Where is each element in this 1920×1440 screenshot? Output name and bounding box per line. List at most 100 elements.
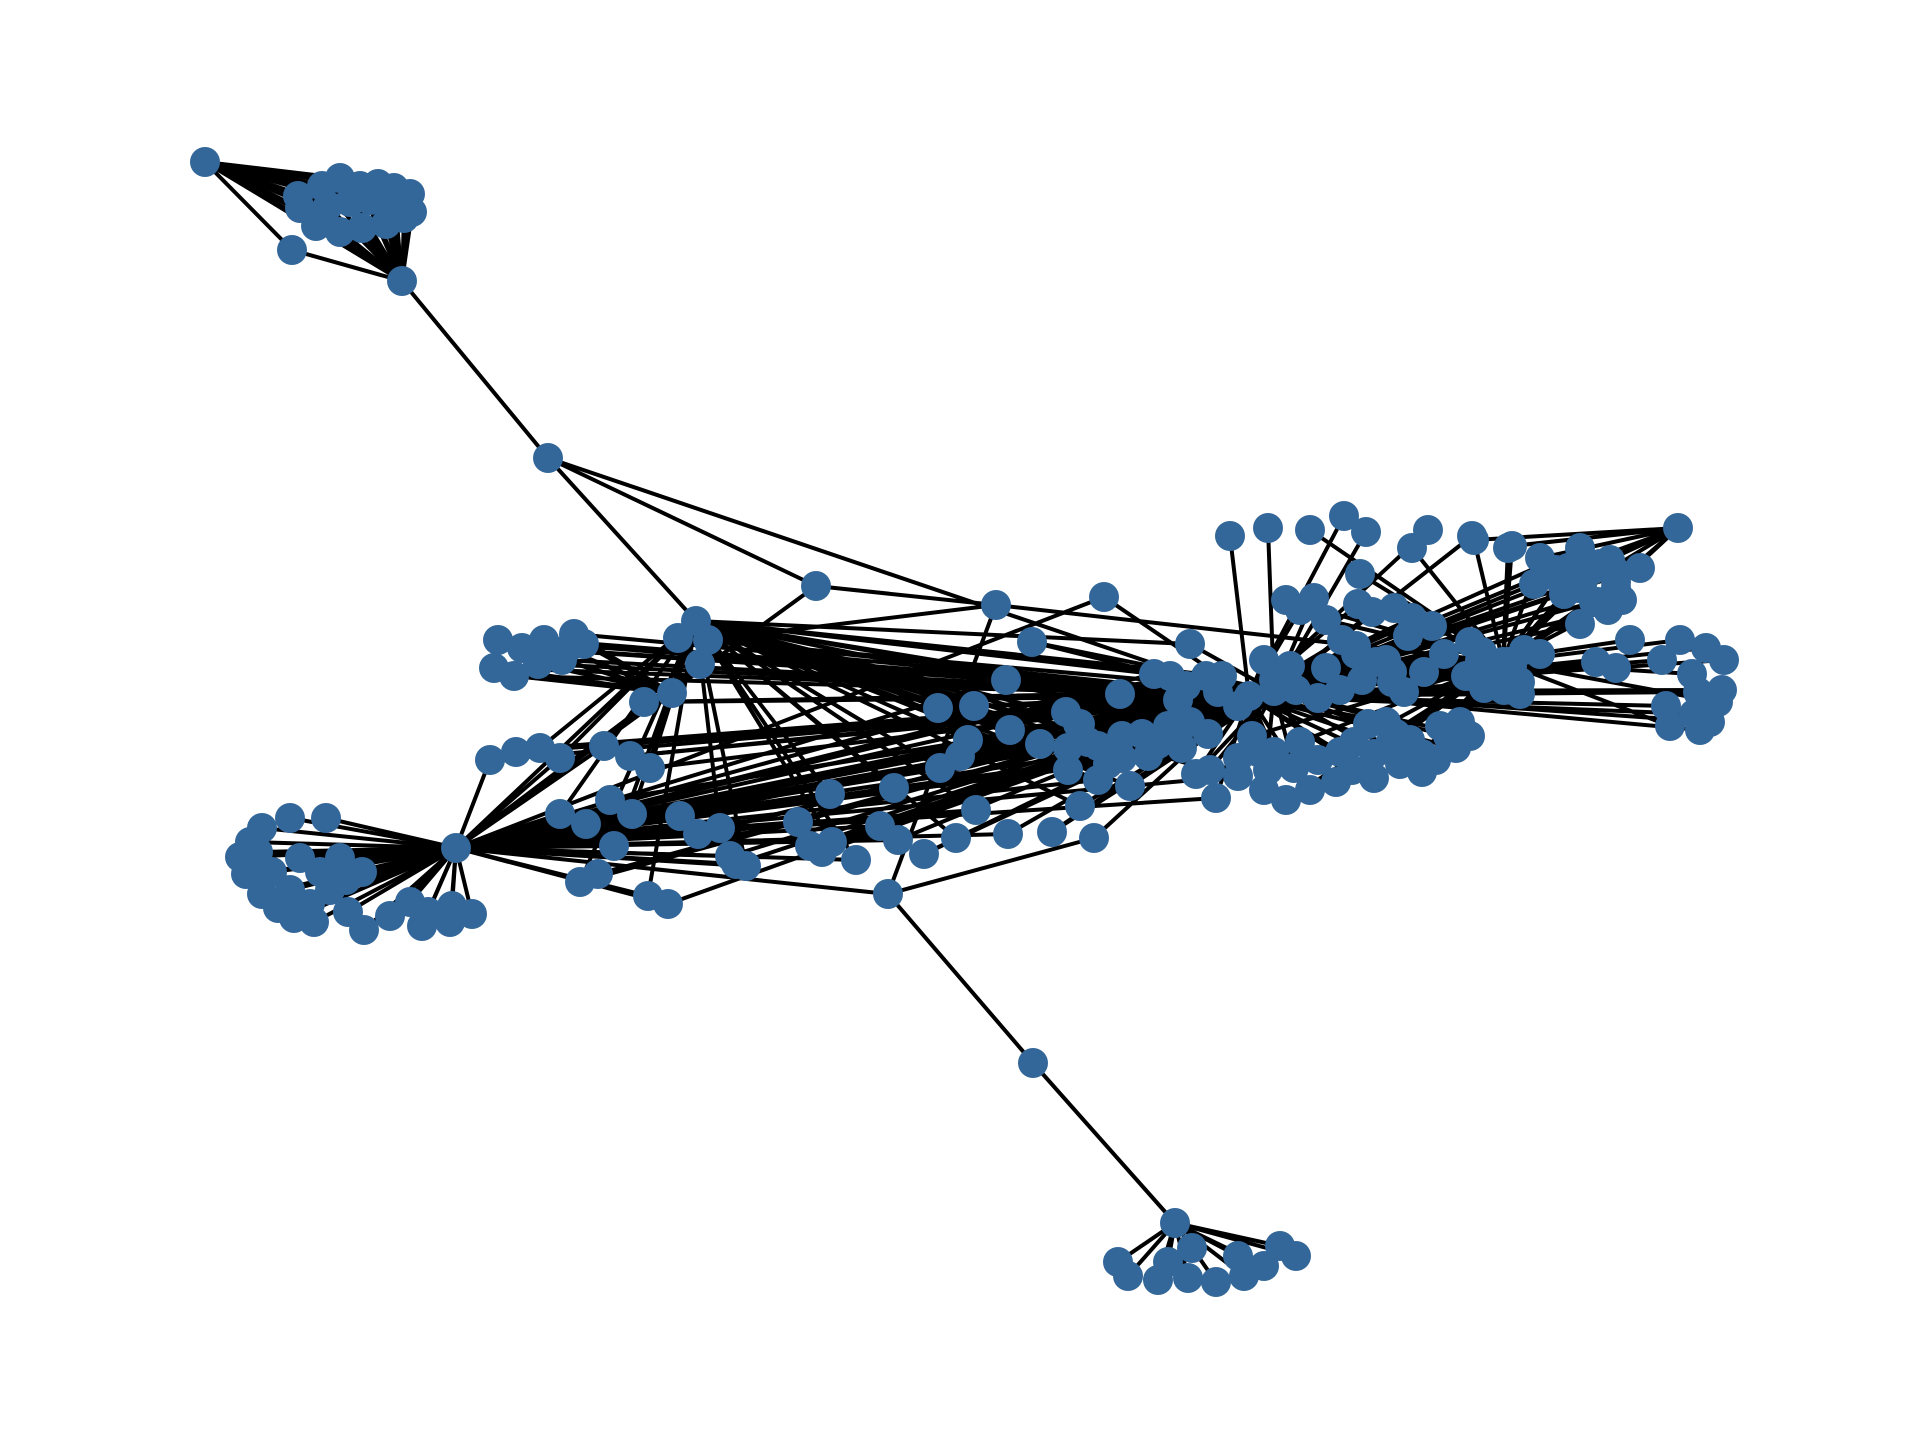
bottom-cluster-node [1223, 1241, 1253, 1271]
central-band-node [941, 823, 971, 853]
top-left-cluster-node [347, 213, 377, 243]
graph-edge [886, 836, 1096, 896]
upper-left-cluster-node [559, 619, 589, 649]
central-band-node [807, 837, 837, 867]
graph-edge [1501, 544, 1514, 664]
right-cluster-node [1271, 785, 1301, 815]
right-cluster-node [1223, 743, 1253, 773]
bottom-cluster-node [1177, 1233, 1207, 1263]
bottom-cluster-node [1201, 1267, 1231, 1297]
central-band-node [545, 743, 575, 773]
right-cluster-node [1329, 501, 1359, 531]
central-band-node [565, 867, 595, 897]
graph-edge [324, 816, 458, 850]
graph-edge [694, 619, 1192, 646]
left-cluster-node [347, 857, 377, 887]
left-cluster-node [325, 843, 355, 873]
right-cluster-node [1601, 653, 1631, 683]
central-band-node [721, 849, 751, 879]
graph-edge [454, 584, 818, 850]
top-right-cluster-node [1601, 567, 1631, 597]
right-cluster-node [1429, 639, 1459, 669]
graph-edge [454, 758, 492, 850]
central-band-node [685, 649, 715, 679]
graph-edge [546, 456, 1251, 698]
central-band-node [599, 831, 629, 861]
graph-edge [694, 619, 958, 840]
central-band-node [1025, 729, 1055, 759]
central-band-node [475, 745, 505, 775]
graph-edges [203, 160, 1726, 1284]
graph-edge [814, 584, 998, 607]
central-band-node [1193, 719, 1223, 749]
central-band-node [883, 825, 913, 855]
central-band-node [629, 687, 659, 717]
right-cluster-node [1651, 691, 1681, 721]
central-band-node [1167, 733, 1197, 763]
central-band-node [993, 819, 1023, 849]
left-hub-node [441, 833, 471, 863]
graph-edge [694, 619, 1090, 744]
right-cluster-node [1709, 645, 1739, 675]
right-cluster-node [1311, 605, 1341, 635]
top-right-cluster-node [1459, 525, 1489, 555]
right-cluster-node [1295, 775, 1325, 805]
connector-node [1089, 582, 1119, 612]
connector-node [1018, 1048, 1048, 1078]
central-band-node [617, 799, 647, 829]
bottom-cluster-node [1153, 1247, 1183, 1277]
central-band-node [663, 623, 693, 653]
top-hub-node [387, 266, 417, 296]
central-band-node [1093, 749, 1123, 779]
graph-edge [694, 619, 1192, 724]
left-cluster-node [273, 891, 303, 921]
top-left-cluster-node [277, 235, 307, 265]
isolated-node [190, 147, 220, 177]
central-band-node [1051, 697, 1081, 727]
graph-edge [1472, 538, 1505, 664]
left-cluster-node [311, 803, 341, 833]
top-right-cluster-node [1497, 531, 1527, 561]
central-band-node [995, 715, 1025, 745]
graph-edge [1538, 526, 1680, 560]
central-band-node [959, 691, 989, 721]
graph-edge [346, 846, 458, 914]
connector-node [1079, 823, 1109, 853]
central-band-node [1065, 791, 1095, 821]
right-cluster-node [1615, 625, 1645, 655]
connector-node [801, 571, 831, 601]
right-cluster-node [1389, 677, 1419, 707]
graph-edge [454, 846, 738, 866]
top-right-cluster-node [1545, 565, 1575, 595]
right-cluster-node [1665, 625, 1695, 655]
central-band-node [1073, 727, 1103, 757]
right-cluster-node [1525, 639, 1555, 669]
central-band-node [1037, 817, 1067, 847]
graph-edge [1228, 534, 1251, 698]
upper-left-cluster-node [547, 645, 577, 675]
central-band-node [815, 779, 845, 809]
left-cluster-node [275, 803, 305, 833]
right-cluster-node [1345, 559, 1375, 589]
left-cluster-node [243, 837, 273, 867]
central-band-node [705, 813, 735, 843]
right-cluster-node [1625, 553, 1655, 583]
right-cluster-node [1215, 521, 1245, 551]
central-band-node [1223, 691, 1253, 721]
right-cluster-node [1295, 515, 1325, 545]
central-band-node [991, 665, 1021, 695]
right-cluster-node [1275, 651, 1305, 681]
central-band-node [1175, 629, 1205, 659]
top-right-cluster-node [1525, 543, 1555, 573]
right-cluster-node [1299, 583, 1329, 613]
right-cluster-node [1647, 645, 1677, 675]
central-band-node [1143, 729, 1173, 759]
central-band-node [841, 845, 871, 875]
right-cluster-node [1407, 739, 1437, 769]
connector-node [981, 590, 1011, 620]
outer-node [1663, 513, 1693, 543]
left-cluster-node [299, 907, 329, 937]
right-cluster-node [1359, 763, 1389, 793]
right-cluster-node [1491, 667, 1521, 697]
graph-edge [203, 160, 294, 252]
